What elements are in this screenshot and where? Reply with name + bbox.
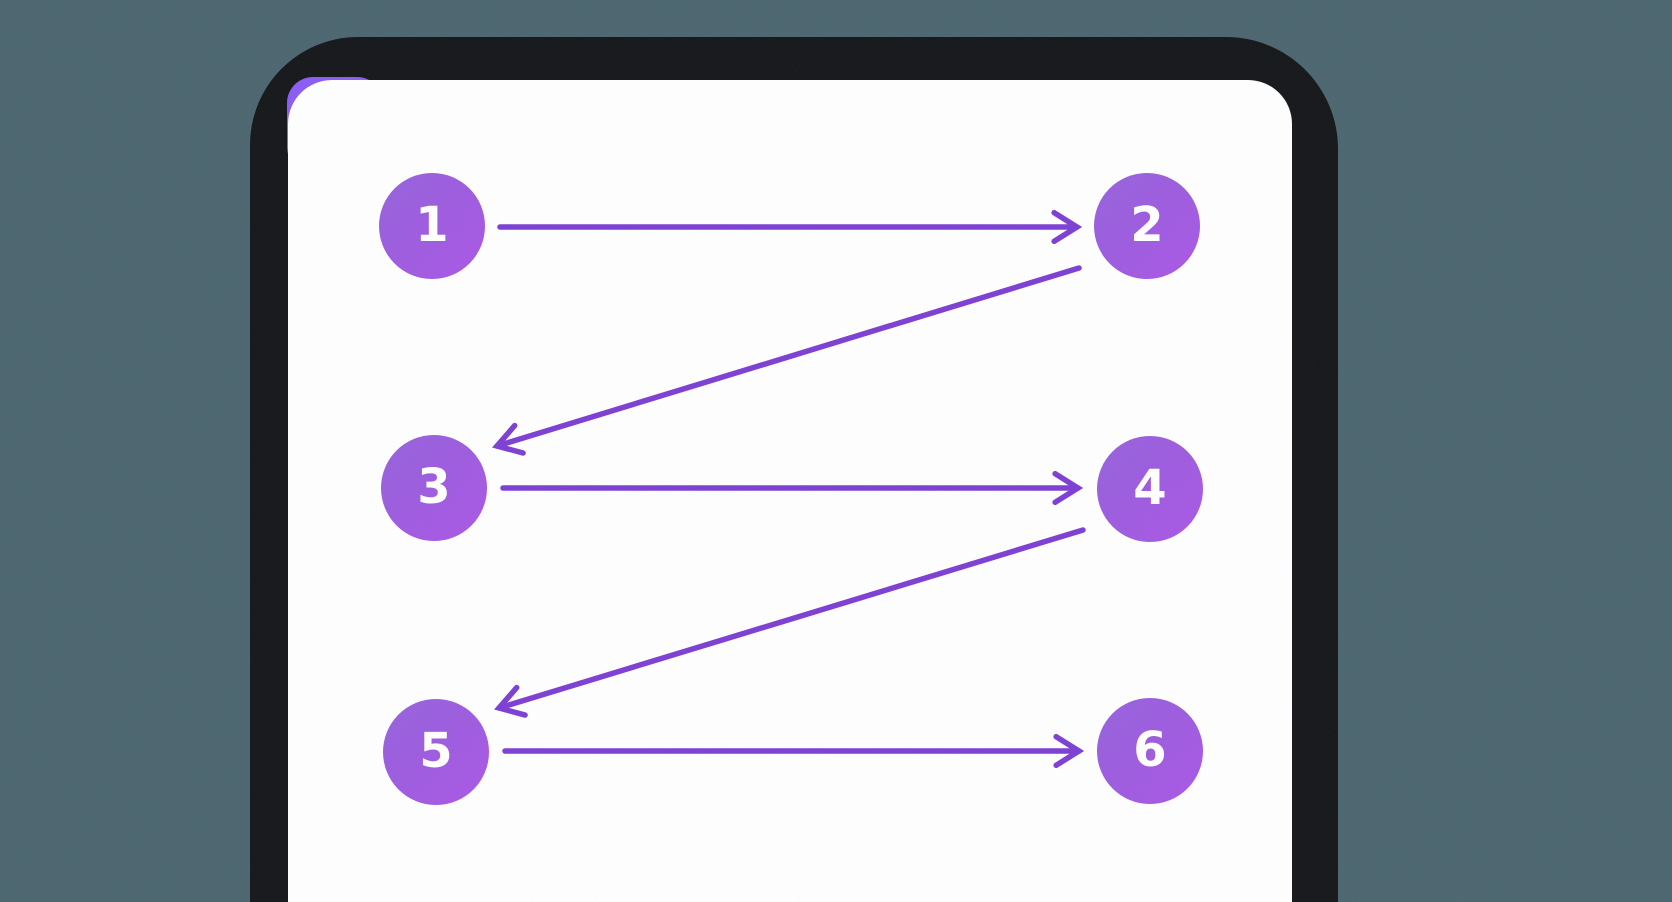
step-node-5-label: 5 <box>419 723 453 779</box>
step-node-2: 2 <box>1094 173 1200 279</box>
step-node-1: 1 <box>379 173 485 279</box>
step-node-4: 4 <box>1097 436 1203 542</box>
step-node-6-label: 6 <box>1133 722 1167 778</box>
step-node-5: 5 <box>383 699 489 805</box>
step-node-6: 6 <box>1097 698 1203 804</box>
step-node-2-label: 2 <box>1130 197 1164 253</box>
step-node-1-label: 1 <box>415 197 449 253</box>
step-node-3: 3 <box>381 435 487 541</box>
step-node-3-label: 3 <box>417 459 451 515</box>
step-node-4-label: 4 <box>1133 460 1167 516</box>
